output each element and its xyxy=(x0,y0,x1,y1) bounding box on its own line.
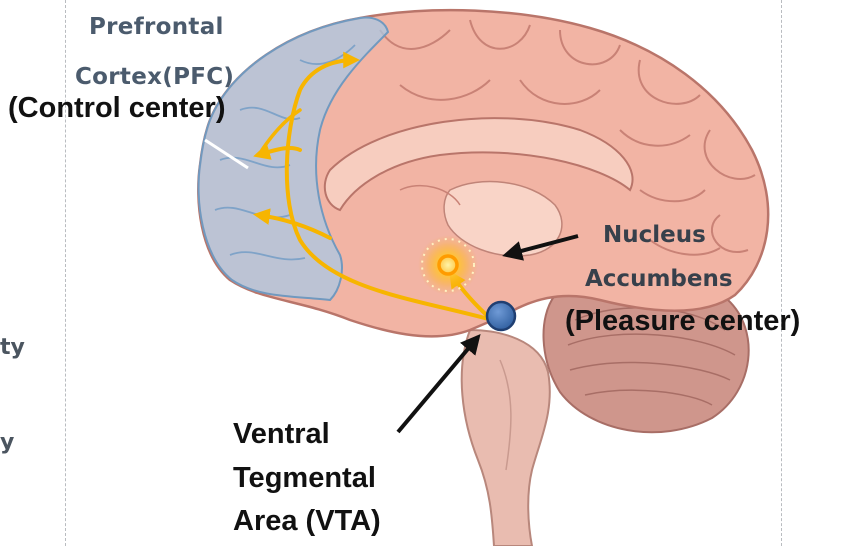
clipped-left-text-fragment-2: y xyxy=(0,430,14,455)
nucleus-accumbens-glow xyxy=(418,235,478,295)
pfc-label-line2: Cortex(PFC) xyxy=(75,64,234,90)
vta-node xyxy=(487,302,515,330)
nucleus-accumbens-role-label: (Pleasure center) xyxy=(565,305,800,338)
vta-label-line2: Tegmental xyxy=(233,462,376,495)
clipped-left-text-fragment: ty xyxy=(0,335,25,360)
vta-label-line1: Ventral xyxy=(233,418,330,451)
pfc-label-line1: Prefrontal xyxy=(89,14,224,40)
brainstem xyxy=(462,330,550,546)
pfc-role-label: (Control center) xyxy=(8,92,226,125)
nucleus-accumbens-label-line2: Accumbens xyxy=(585,266,733,292)
vta-label-line3: Area (VTA) xyxy=(233,505,381,538)
nucleus-accumbens-label-line1: Nucleus xyxy=(603,222,706,248)
